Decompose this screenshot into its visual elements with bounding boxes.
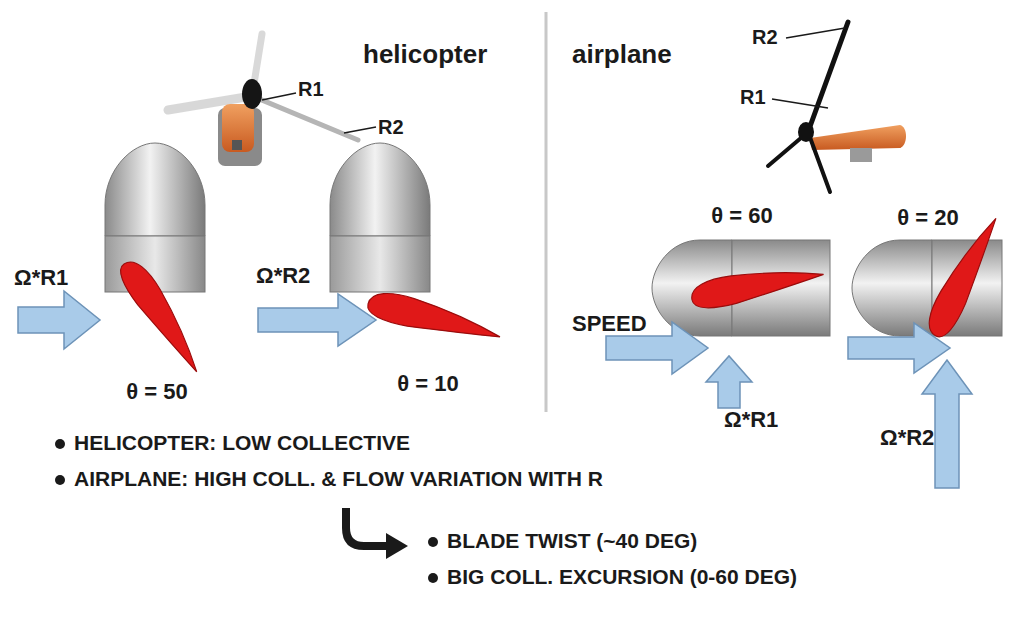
radius-label: R1 bbox=[740, 86, 766, 108]
radius-label: R2 bbox=[752, 26, 778, 48]
flow-arrow bbox=[922, 360, 972, 488]
flow-arrow bbox=[258, 294, 376, 346]
helicopter-nacelle bbox=[330, 143, 430, 292]
velocity-label: Ω*R2 bbox=[256, 264, 310, 288]
flow-arrow bbox=[18, 291, 100, 349]
pitch-angle: θ = 10 bbox=[397, 372, 458, 396]
separator bbox=[545, 12, 548, 412]
section-heading: helicopter bbox=[363, 40, 487, 69]
pitch-angle: θ = 50 bbox=[126, 380, 187, 404]
airfoil bbox=[365, 288, 504, 349]
note-text: AIRPLANE: HIGH COLL. & FLOW VARIATION WI… bbox=[74, 467, 603, 490]
speed-label: SPEED bbox=[572, 312, 647, 336]
airfoil bbox=[922, 211, 1007, 341]
velocity-label: Ω*R1 bbox=[14, 266, 68, 290]
helicopter-nacelle bbox=[105, 143, 205, 292]
bent-arrow bbox=[346, 508, 408, 559]
velocity-label: Ω*R2 bbox=[880, 426, 934, 450]
helicopter-rotor bbox=[168, 34, 376, 166]
airfoil bbox=[689, 258, 826, 312]
bullet-dot bbox=[55, 439, 65, 449]
flow-arrow bbox=[706, 356, 752, 408]
bullet-dot bbox=[428, 573, 438, 583]
note-text: BIG COLL. EXCURSION (0-60 DEG) bbox=[447, 565, 797, 588]
velocity-label: Ω*R1 bbox=[724, 408, 778, 432]
airplane-nacelle bbox=[652, 240, 830, 336]
flow-arrow bbox=[848, 323, 950, 373]
bullet-dot bbox=[55, 475, 65, 485]
pitch-angle: θ = 60 bbox=[711, 204, 772, 228]
bullet-dot bbox=[428, 537, 438, 547]
note-text: BLADE TWIST (~40 DEG) bbox=[447, 529, 697, 552]
radius-label: R1 bbox=[298, 78, 324, 100]
section-heading: airplane bbox=[572, 40, 672, 69]
airplane-propeller bbox=[768, 22, 906, 192]
radius-label: R2 bbox=[378, 116, 404, 138]
pitch-angle: θ = 20 bbox=[897, 206, 958, 230]
note-text: HELICOPTER: LOW COLLECTIVE bbox=[74, 431, 410, 454]
airfoil bbox=[114, 255, 210, 378]
